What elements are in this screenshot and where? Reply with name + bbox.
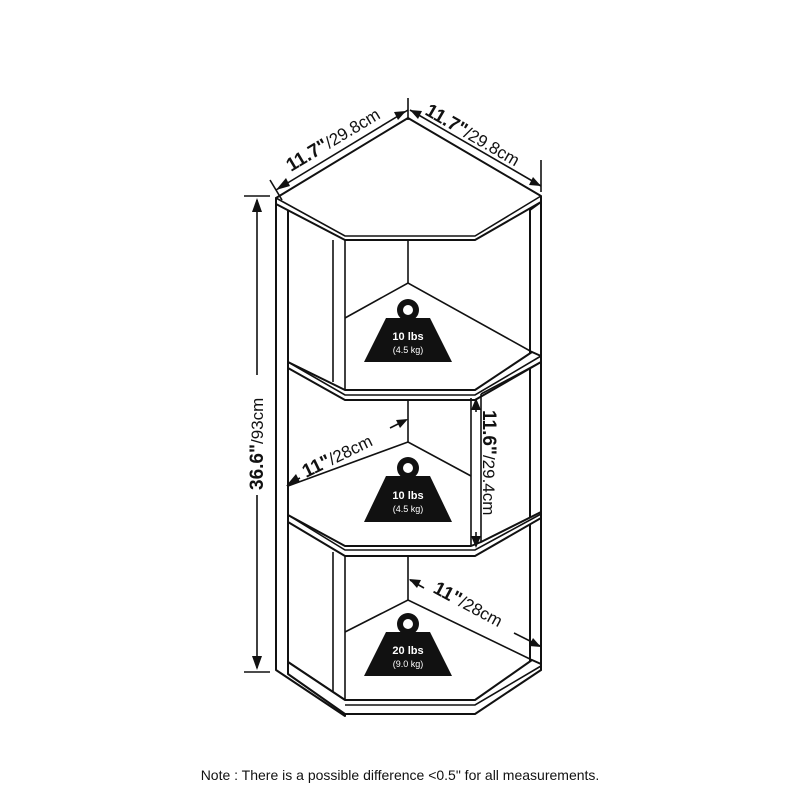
weight-label-metric: (9.0 kg)	[393, 659, 424, 669]
dimension-total-height: 36.6"/93cm	[244, 195, 270, 673]
dimension-value: 11.6"	[478, 410, 499, 455]
dimension-metric: /28cm	[456, 592, 506, 631]
dimension-value: 36.6"	[247, 444, 268, 490]
svg-text:11.6"/29.4cm: 11.6"/29.4cm	[478, 410, 499, 515]
dimension-middle-shelf-depth: 11"/28cm	[286, 419, 408, 486]
dimension-shelf-gap-height: 11.6"/29.4cm	[471, 398, 499, 548]
weight-label-metric: (4.5 kg)	[393, 345, 424, 355]
bottom-board	[287, 659, 542, 715]
svg-text:36.6"/93cm: 36.6"/93cm	[247, 398, 268, 490]
svg-text:11"/28cm: 11"/28cm	[299, 431, 376, 483]
dimension-metric: /29.4cm	[479, 455, 498, 515]
weight-icon: 10 lbs (4.5 kg)	[364, 457, 452, 522]
weight-icon: 20 lbs (9.0 kg)	[364, 613, 452, 676]
dimension-metric: /93cm	[248, 398, 267, 444]
svg-text:11"/28cm: 11"/28cm	[430, 578, 506, 632]
measurement-note: Note : There is a possible difference <0…	[200, 767, 600, 783]
weight-label: 10 lbs	[392, 331, 423, 343]
weight-label-metric: (4.5 kg)	[393, 504, 424, 514]
top-board	[275, 117, 542, 241]
weight-icon: 10 lbs (4.5 kg)	[364, 299, 452, 362]
upper-shelf	[287, 351, 542, 401]
weight-label: 20 lbs	[392, 645, 423, 657]
bookshelf-body	[275, 117, 542, 717]
weight-label: 10 lbs	[392, 490, 423, 502]
lower-shelf	[287, 511, 542, 557]
